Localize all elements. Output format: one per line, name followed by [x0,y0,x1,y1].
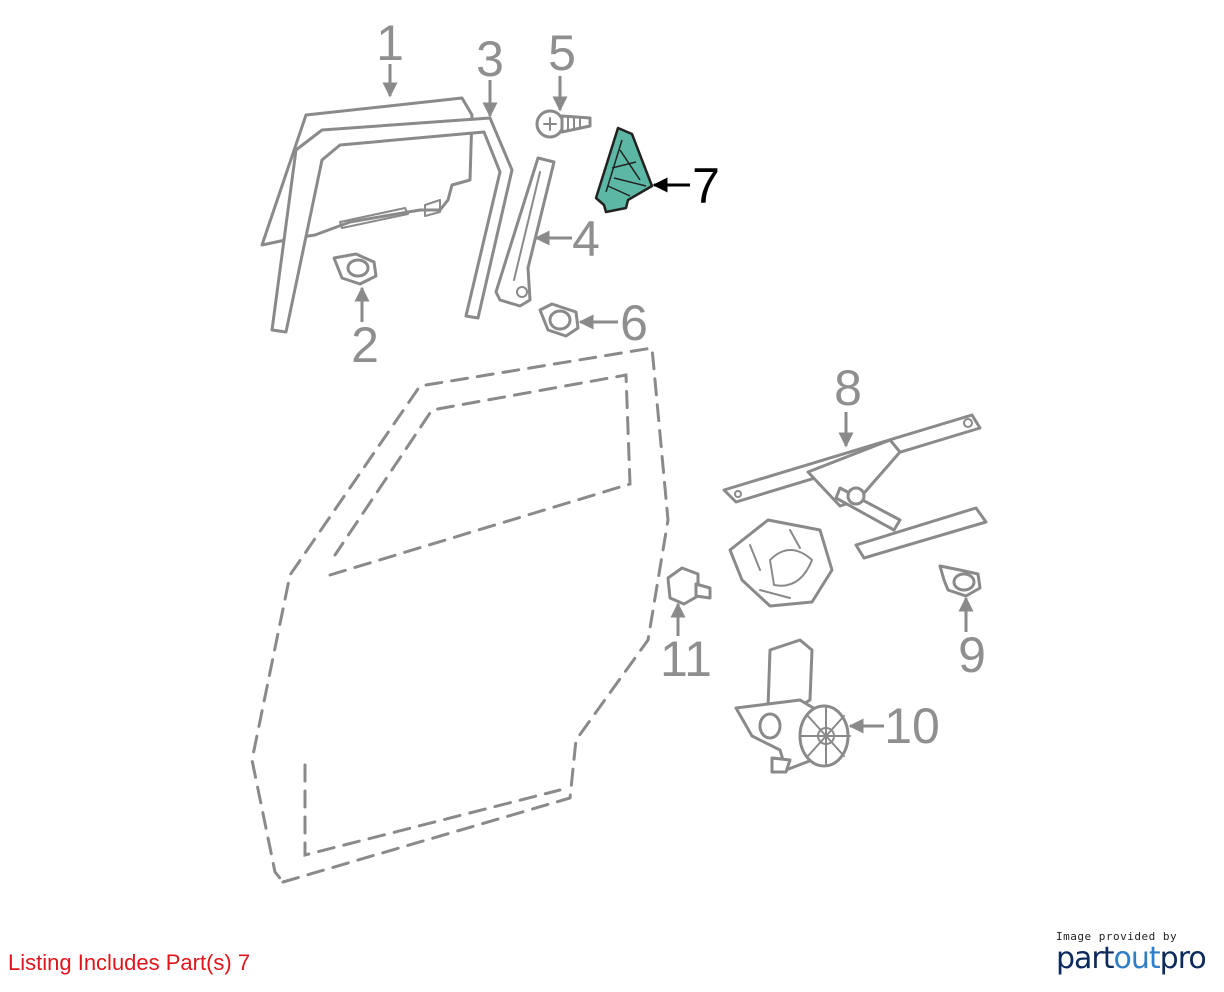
callout-1: 1 [376,15,404,71]
logo-part: part [1056,941,1115,976]
listing-includes-text: Listing Includes Part(s) 7 [8,950,251,975]
part-8-window-regulator [722,413,988,608]
logo-pro: pro [1159,941,1207,976]
part-4-division-bar [494,156,556,308]
callout-9: 9 [958,627,986,683]
part-9-bolt [938,564,982,598]
leader-lines [354,64,974,734]
callout-7: 7 [692,158,720,214]
callout-3: 3 [476,31,504,87]
callout-10: 10 [884,698,940,754]
callout-8: 8 [834,360,862,416]
part-10-regulator-motor [734,638,851,774]
logo-out: out [1113,941,1161,976]
part-11-bolt [666,566,712,606]
part-3-run-channel [270,116,514,334]
part-5-screw [535,109,592,139]
partoutpro-logo: partoutpro [1056,941,1216,976]
callout-4: 4 [572,211,600,267]
callout-6: 6 [620,295,648,351]
image-credit: Image provided by partoutpro [1056,930,1216,976]
callout-5: 5 [548,25,576,81]
callout-11: 11 [660,631,712,687]
credit-caption: Image provided by [1056,930,1178,943]
part-7-quarter-glass [594,126,654,214]
door-outline-dashed [250,346,670,884]
part-2-bolt [332,252,378,286]
part-6-bolt [538,302,580,338]
callout-2: 2 [351,317,379,373]
